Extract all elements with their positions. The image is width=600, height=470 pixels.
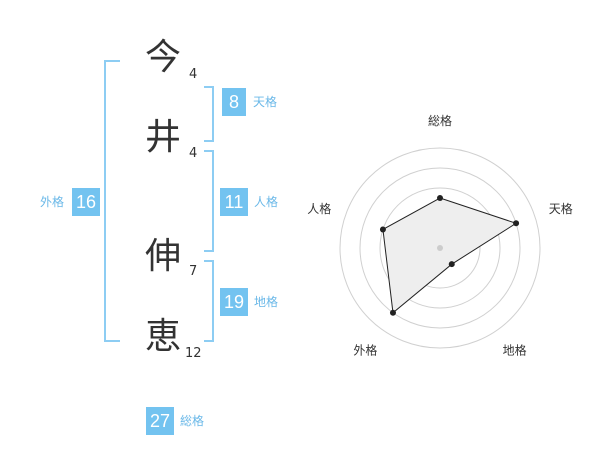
gaikaku-badge: 16 — [72, 188, 100, 216]
radar-point-3 — [389, 309, 396, 316]
tenkaku-badge: 8 — [222, 88, 246, 116]
radar-ring-3 — [379, 187, 501, 309]
soukaku-badge: 27 — [146, 407, 174, 435]
radar-axis-label-3: 外格 — [353, 343, 377, 358]
radar-axis-label-0: 総格 — [428, 113, 452, 128]
radar-ring-4 — [359, 167, 521, 329]
chikaku-badge: 19 — [220, 288, 248, 316]
stroke-count-4: 12 — [185, 346, 202, 361]
radar-axis-label-4: 人格 — [307, 201, 331, 216]
chikaku-bracket — [204, 260, 214, 342]
chikaku-label: 地格 — [254, 295, 279, 309]
radar-center-dot — [437, 245, 443, 251]
soukaku-label: 総格 — [180, 414, 205, 428]
stroke-count-1: 4 — [189, 67, 198, 82]
radar-point-1 — [513, 220, 520, 227]
name-char-4: 恵 — [144, 316, 181, 357]
name-char-3: 伸 — [144, 236, 181, 277]
jinkaku-badge: 11 — [220, 188, 248, 216]
gaikaku-label: 外格 — [40, 195, 65, 209]
radar-point-4 — [379, 226, 386, 233]
stroke-count-3: 7 — [189, 264, 198, 279]
jinkaku-label: 人格 — [254, 195, 279, 209]
radar-axis-label-1: 天格 — [549, 201, 573, 216]
stroke-count-2: 4 — [189, 146, 198, 161]
radar-area — [382, 197, 518, 314]
tenkaku-bracket — [204, 86, 214, 142]
gaikaku-bracket — [104, 60, 120, 342]
name-char-1: 今 — [144, 37, 181, 78]
radar-point-0 — [437, 195, 443, 201]
radar-point-2 — [448, 261, 455, 268]
jinkaku-bracket — [204, 150, 214, 252]
tenkaku-label: 天格 — [253, 95, 278, 109]
radar-ring-5 — [339, 147, 541, 349]
radar-axis-label-2: 地格 — [503, 343, 527, 358]
name-char-2: 井 — [144, 117, 181, 158]
